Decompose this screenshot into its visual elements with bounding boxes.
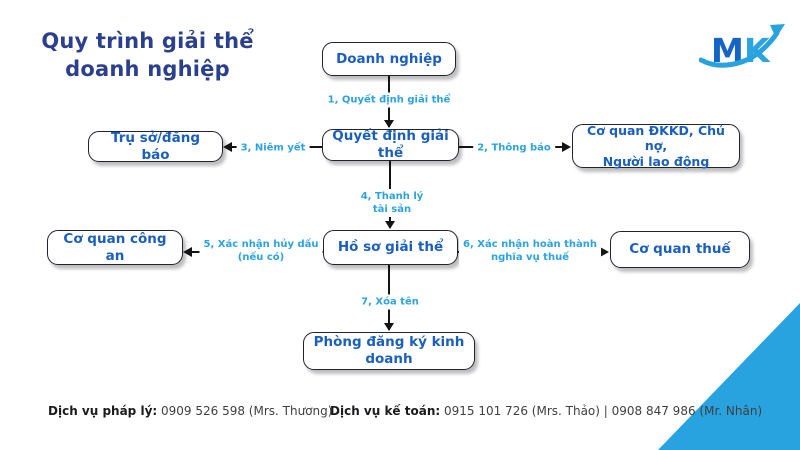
node-co-quan-dkkd-line2: Người lao động xyxy=(602,153,710,169)
page-title-line1: Quy trình giải thể xyxy=(41,29,254,53)
edge-label-step2: 2, Thông báo xyxy=(473,140,555,156)
footer-legal-service: Dịch vụ pháp lý: 0909 526 598 (Mrs. Thươ… xyxy=(48,404,332,418)
logo-swoosh-arrowhead-icon xyxy=(770,24,785,38)
arrowhead-step3-icon xyxy=(223,142,232,152)
mk-logo: M K xyxy=(699,24,785,70)
node-co-quan-dkkd-line1: Cơ quan ĐKKD, Chủ nợ, xyxy=(587,122,725,154)
arrowhead-step1-icon xyxy=(384,120,394,128)
edge-label-step3: 3, Niêm yết xyxy=(236,140,310,156)
node-doanh-nghiep: Doanh nghiệp xyxy=(322,42,456,76)
node-co-quan-cong-an: Cơ quan công an xyxy=(47,230,183,265)
edge-label-step6-line1: 6, Xác nhận hoàn thành xyxy=(463,239,597,250)
node-phong-dang-ky-kinh-doanh: Phòng đăng ký kinh doanh xyxy=(303,332,475,370)
arrowhead-step4-icon xyxy=(385,221,395,229)
arrowhead-step5-icon xyxy=(183,247,192,257)
edge-label-step7: 7, Xóa tên xyxy=(357,294,423,310)
footer-legal-value: 0909 526 598 (Mrs. Thương) xyxy=(157,404,333,418)
edge-label-step6-line2: nghĩa vụ thuế xyxy=(491,252,569,263)
edge-label-step5-line1: 5, Xác nhận hủy dấu xyxy=(203,239,319,250)
node-tru-so-dang-bao: Trụ sở/đăng báo xyxy=(88,130,223,163)
edge-label-step1: 1, Quyết định giải thể xyxy=(323,92,455,108)
corner-accent-triangle xyxy=(658,303,800,450)
edge-label-step4-line2: tài sản xyxy=(372,204,412,215)
logo-swoosh-arrow-icon xyxy=(699,30,780,68)
footer-accounting-service: Dịch vụ kế toán: 0915 101 726 (Mrs. Thảo… xyxy=(330,404,762,418)
edge-label-step5: 5, Xác nhận hủy dấu (nếu có) xyxy=(199,237,323,265)
edge-label-step4-line1: 4, Thanh lý xyxy=(360,191,424,202)
footer-accounting-value: 0915 101 726 (Mrs. Thảo) | 0908 847 986 … xyxy=(440,404,763,418)
page-title: Quy trình giải thể doanh nghiệp xyxy=(35,28,260,83)
arrowhead-step7-icon xyxy=(384,323,394,331)
edge-label-step5-line2: (nếu có) xyxy=(237,252,285,263)
footer-legal-label: Dịch vụ pháp lý: xyxy=(48,404,158,418)
page-title-line2: doanh nghiệp xyxy=(65,56,230,81)
node-quyet-dinh-giai-the: Quyết định giải thể xyxy=(322,128,459,161)
edge-label-step6: 6, Xác nhận hoàn thành nghĩa vụ thuế xyxy=(459,237,601,265)
node-ho-so-giai-the: Hồ sơ giải thể xyxy=(323,230,458,265)
node-co-quan-dkkd: Cơ quan ĐKKD, Chủ nợ, Người lao động xyxy=(572,122,740,169)
arrowhead-step6-icon xyxy=(600,247,609,257)
edge-label-step4: 4, Thanh lý tài sản xyxy=(356,189,428,217)
arrowhead-step2-icon xyxy=(562,142,571,152)
node-co-quan-thue: Cơ quan thuế xyxy=(610,231,750,268)
footer-accounting-label: Dịch vụ kế toán: xyxy=(330,404,441,418)
